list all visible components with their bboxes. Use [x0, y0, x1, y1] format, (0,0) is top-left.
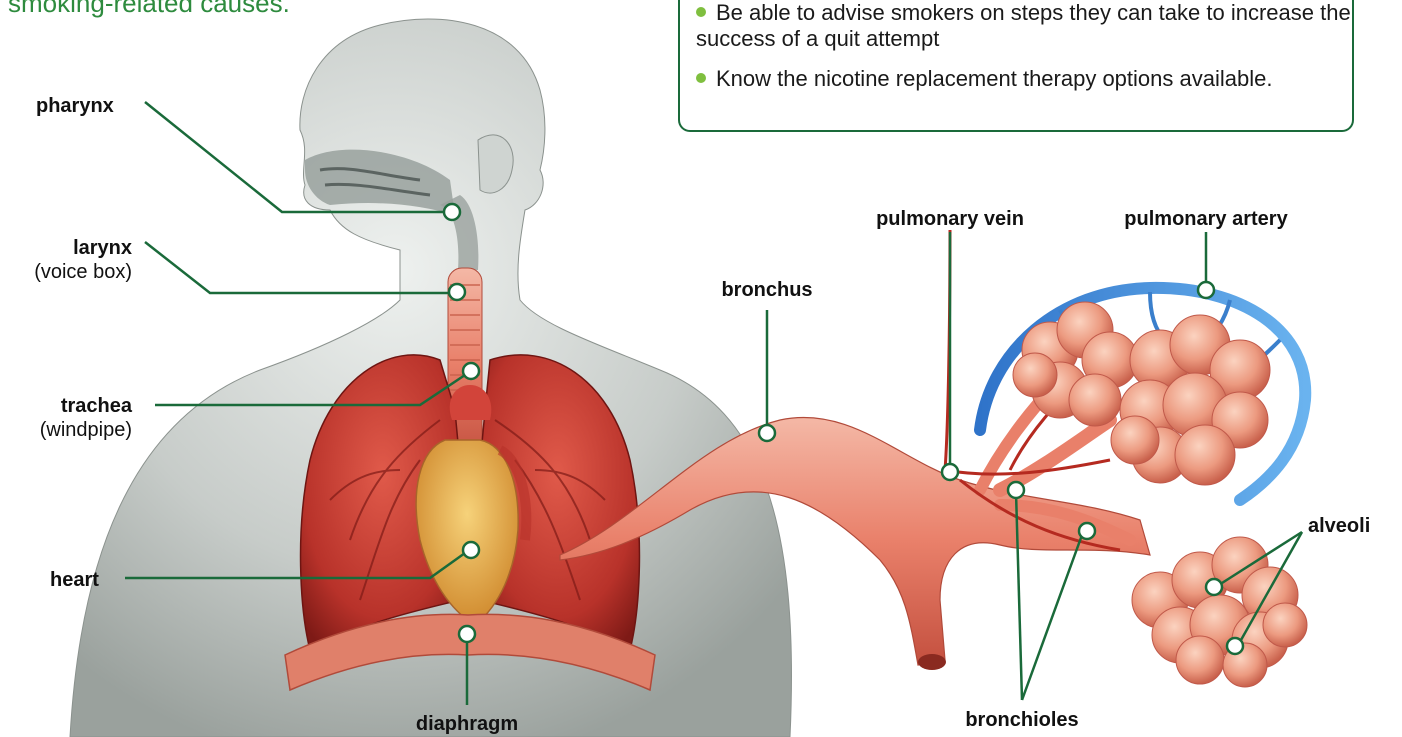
label-heart: heart: [50, 568, 99, 592]
label-pulmonary-vein: pulmonary vein: [860, 207, 1040, 231]
bullet-icon: [696, 7, 706, 17]
marker-pulmonary-artery: [1198, 282, 1214, 298]
objective-text: Be able to advise smokers on steps they …: [696, 0, 1351, 51]
label-pharynx-text: pharynx: [36, 95, 114, 117]
objective-item: Know the nicotine replacement therapy op…: [696, 66, 1356, 92]
marker-pulmonary-vein: [942, 464, 958, 480]
alveoli-clusters: [1013, 302, 1307, 687]
label-bronchioles: bronchioles: [952, 708, 1092, 732]
marker-bronchiole-2: [1079, 523, 1095, 539]
marker-trachea: [463, 363, 479, 379]
objective-text: Know the nicotine replacement therapy op…: [716, 66, 1272, 91]
label-bronchioles-text: bronchioles: [965, 709, 1078, 731]
label-pulmonary-vein-text: pulmonary vein: [876, 208, 1024, 230]
marker-bronchiole-1: [1008, 482, 1024, 498]
label-bronchus-text: bronchus: [721, 279, 812, 301]
label-alveoli-text: alveoli: [1308, 515, 1370, 537]
label-pulmonary-artery: pulmonary artery: [1100, 207, 1312, 231]
intro-text: smoking-related causes.: [8, 0, 290, 19]
label-heart-text: heart: [50, 569, 99, 591]
marker-heart: [463, 542, 479, 558]
objective-item: Be able to advise smokers on steps they …: [696, 0, 1356, 52]
marker-bronchus: [759, 425, 775, 441]
bullet-icon: [696, 73, 706, 83]
label-bronchus: bronchus: [690, 278, 844, 302]
label-trachea-text: trachea: [61, 395, 132, 417]
marker-larynx: [449, 284, 465, 300]
label-larynx-text: larynx: [73, 237, 132, 259]
label-larynx: larynx (voice box): [10, 236, 132, 284]
marker-alveoli-2: [1227, 638, 1243, 654]
label-alveoli: alveoli: [1308, 514, 1370, 538]
marker-diaphragm: [459, 626, 475, 642]
label-pharynx: pharynx: [36, 94, 114, 118]
label-diaphragm: diaphragm: [377, 712, 557, 736]
label-trachea: trachea (windpipe): [10, 394, 132, 442]
marker-alveoli-1: [1206, 579, 1222, 595]
label-trachea-note: (windpipe): [10, 418, 132, 442]
label-pulmonary-artery-text: pulmonary artery: [1124, 208, 1287, 230]
learning-objectives-box: Be able to advise smokers on steps they …: [678, 0, 1354, 132]
label-larynx-note: (voice box): [10, 260, 132, 284]
label-diaphragm-text: diaphragm: [416, 713, 518, 735]
marker-pharynx: [444, 204, 460, 220]
